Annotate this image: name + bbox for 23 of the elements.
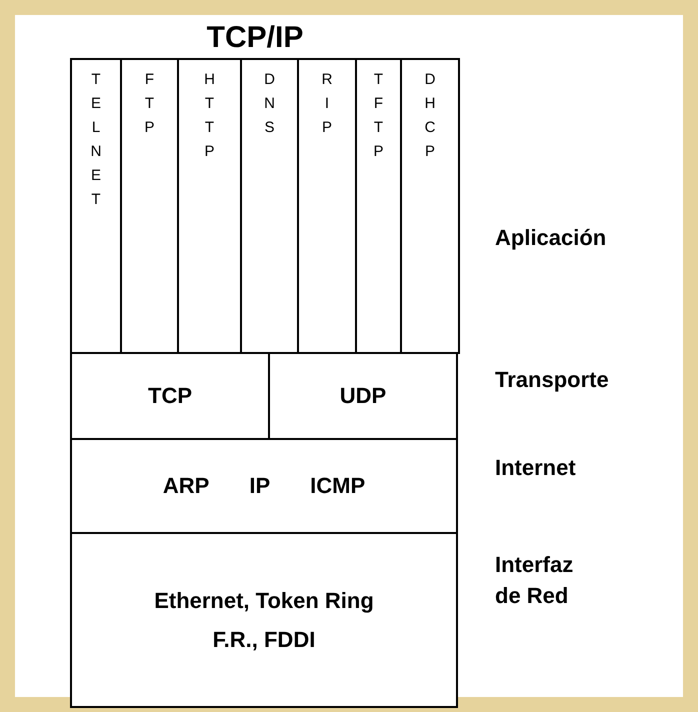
- layer-label: Internet: [495, 454, 577, 482]
- protocol-name: RIP: [322, 70, 332, 138]
- protocol-name: TCP: [148, 382, 192, 410]
- protocol-name: TFTP: [374, 70, 384, 162]
- protocol-name: DNS: [264, 70, 275, 138]
- layer-label: Interfaz de Red: [495, 551, 574, 610]
- diagram-title: TCP/IP: [206, 21, 304, 55]
- protocol-name: UDP: [340, 382, 386, 410]
- protocol-name: Ethernet, Token Ring: [154, 586, 374, 615]
- protocol-name: FTP: [144, 70, 154, 138]
- layer-label: Aplicación: [495, 224, 608, 252]
- layer-box: [70, 532, 458, 708]
- layer-box: [70, 438, 458, 534]
- layer-label: Transporte: [495, 366, 610, 394]
- protocol-column: [70, 58, 122, 354]
- protocol-name: F.R., FDDI: [212, 626, 316, 654]
- protocol-name: ARP: [162, 472, 210, 500]
- protocol-name: ICMP: [310, 472, 366, 500]
- protocol-name: IP: [249, 472, 270, 500]
- protocol-name: TELNET: [90, 70, 102, 210]
- protocol-column: [400, 58, 460, 354]
- protocol-name: HTTP: [204, 70, 215, 162]
- protocol-name: DHCP: [424, 70, 436, 162]
